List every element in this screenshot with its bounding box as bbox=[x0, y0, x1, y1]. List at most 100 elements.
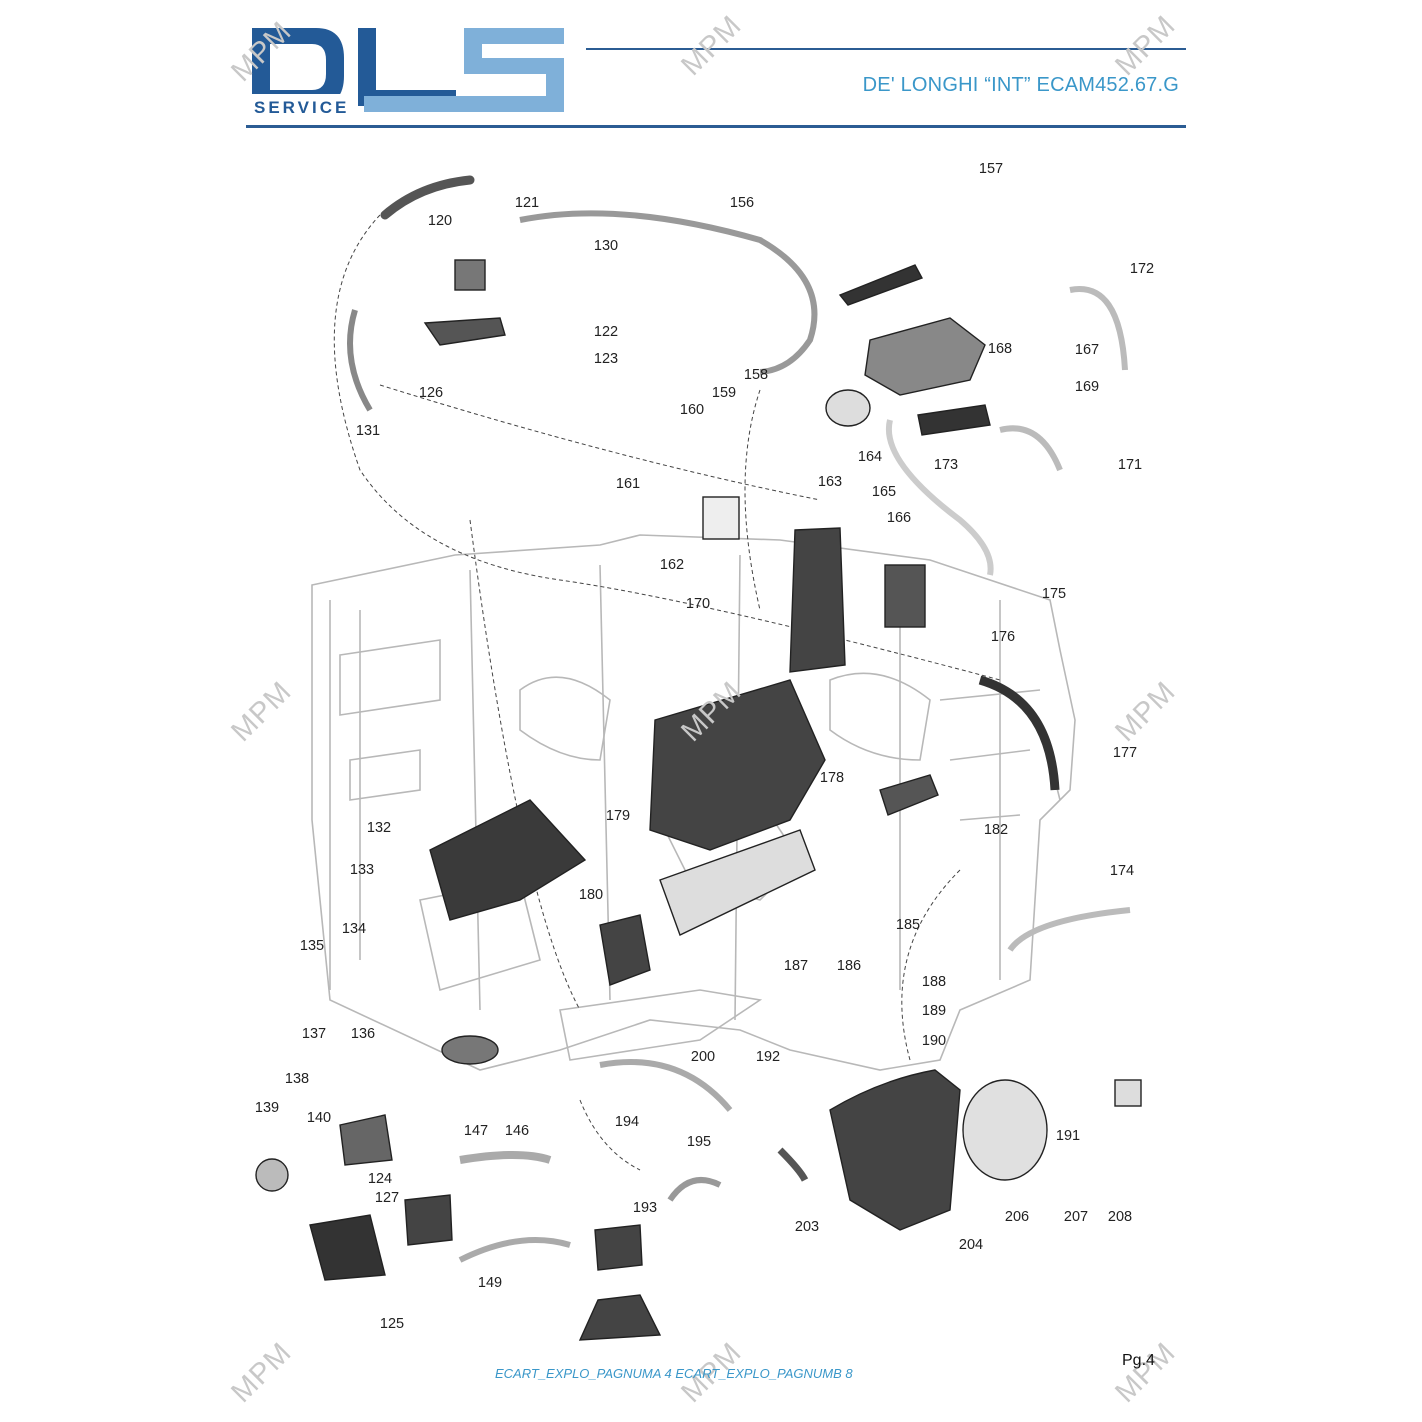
part-label: 169 bbox=[1074, 379, 1100, 395]
part-187 bbox=[659, 829, 816, 936]
part-label: 186 bbox=[836, 958, 862, 974]
header-rule bbox=[586, 48, 1186, 50]
part-hose-174 bbox=[459, 1151, 552, 1164]
part-label: 130 bbox=[593, 238, 619, 254]
part-label: 156 bbox=[729, 195, 755, 211]
page-number: Pg.4 bbox=[1122, 1352, 1155, 1369]
part-label: 180 bbox=[578, 887, 604, 903]
part-label: 178 bbox=[819, 770, 845, 786]
part-label: 125 bbox=[379, 1316, 405, 1332]
part-label: 131 bbox=[355, 423, 381, 439]
part-solenoid-valve bbox=[454, 259, 486, 291]
part-hose-200 bbox=[599, 1059, 733, 1112]
part-hose-156 bbox=[519, 210, 818, 375]
part-hose-171 bbox=[999, 425, 1063, 472]
part-label: 174 bbox=[1109, 863, 1135, 879]
part-board-161 bbox=[702, 496, 740, 540]
part-label: 179 bbox=[605, 808, 631, 824]
part-label: 165 bbox=[871, 484, 897, 500]
part-label: 135 bbox=[299, 938, 325, 954]
part-label: 161 bbox=[615, 476, 641, 492]
part-label: 195 bbox=[686, 1134, 712, 1150]
part-hose-173 bbox=[885, 419, 994, 576]
part-label: 206 bbox=[1004, 1209, 1030, 1225]
part-label: 147 bbox=[463, 1123, 489, 1139]
part-label: 173 bbox=[933, 457, 959, 473]
part-label: 208 bbox=[1107, 1209, 1133, 1225]
part-176 bbox=[884, 564, 926, 628]
part-label: 132 bbox=[366, 820, 392, 836]
part-thermoblock-206 bbox=[962, 1079, 1048, 1181]
part-label: 140 bbox=[306, 1110, 332, 1126]
part-hose-156b bbox=[667, 1177, 722, 1202]
part-label: 160 bbox=[679, 402, 705, 418]
part-label: 185 bbox=[895, 917, 921, 933]
part-180 bbox=[599, 914, 651, 986]
part-label: 120 bbox=[427, 213, 453, 229]
part-hose-172 bbox=[1069, 286, 1128, 371]
svg-text:SERVICE: SERVICE bbox=[254, 98, 349, 117]
part-label: 187 bbox=[783, 958, 809, 974]
drawing-reference-code: ECART_EXPLO_PAGNUMA 4 ECART_EXPLO_PAGNUM… bbox=[495, 1366, 853, 1381]
part-label: 134 bbox=[341, 921, 367, 937]
part-label: 136 bbox=[350, 1026, 376, 1042]
part-label: 190 bbox=[921, 1033, 947, 1049]
part-label: 122 bbox=[593, 324, 619, 340]
part-label: 159 bbox=[711, 385, 737, 401]
part-label: 139 bbox=[254, 1100, 280, 1116]
part-label: 163 bbox=[817, 474, 843, 490]
part-hose-174b bbox=[1007, 907, 1131, 952]
part-label: 158 bbox=[743, 367, 769, 383]
part-label: 157 bbox=[978, 161, 1004, 177]
part-label: 192 bbox=[755, 1049, 781, 1065]
part-hose-131 bbox=[347, 309, 373, 412]
part-label: 121 bbox=[514, 195, 540, 211]
part-132 bbox=[429, 799, 587, 921]
part-label: 200 bbox=[690, 1049, 716, 1065]
part-label: 126 bbox=[418, 385, 444, 401]
part-label: 171 bbox=[1117, 457, 1143, 473]
part-label: 138 bbox=[284, 1071, 310, 1087]
part-label: 123 bbox=[593, 351, 619, 367]
part-bottom-bracket bbox=[578, 1294, 662, 1341]
part-label: 204 bbox=[958, 1237, 984, 1253]
part-label: 127 bbox=[374, 1190, 400, 1206]
part-label: 170 bbox=[685, 596, 711, 612]
part-label: 164 bbox=[857, 449, 883, 465]
part-label: 189 bbox=[921, 1003, 947, 1019]
part-label: 176 bbox=[990, 629, 1016, 645]
part-label: 166 bbox=[886, 510, 912, 526]
part-seal-159 bbox=[825, 389, 871, 427]
part-157 bbox=[838, 264, 923, 306]
part-178 bbox=[649, 679, 826, 851]
part-label: 162 bbox=[659, 557, 685, 573]
part-label: 133 bbox=[349, 862, 375, 878]
part-182 bbox=[879, 774, 939, 816]
dls-service-logo: SERVICE bbox=[246, 28, 564, 117]
part-label: 167 bbox=[1074, 342, 1100, 358]
part-label: 177 bbox=[1112, 745, 1138, 761]
part-label: 188 bbox=[921, 974, 947, 990]
part-bracket bbox=[423, 317, 506, 346]
part-bracket-lower bbox=[309, 1214, 386, 1281]
part-hose-top bbox=[380, 175, 475, 220]
part-170 bbox=[789, 527, 846, 673]
part-208 bbox=[1114, 1079, 1142, 1107]
part-hose-177 bbox=[978, 675, 1060, 791]
part-label: 203 bbox=[794, 1219, 820, 1235]
part-label: 146 bbox=[504, 1123, 530, 1139]
part-125 bbox=[404, 1194, 453, 1246]
header-rule bbox=[246, 125, 1186, 128]
part-boiler-assembly bbox=[864, 317, 986, 396]
part-139 bbox=[255, 1158, 289, 1192]
part-label: 207 bbox=[1063, 1209, 1089, 1225]
part-label: 182 bbox=[983, 822, 1009, 838]
part-137 bbox=[339, 1114, 393, 1166]
part-193 bbox=[594, 1224, 643, 1271]
part-169 bbox=[917, 404, 991, 436]
part-label: 194 bbox=[614, 1114, 640, 1130]
part-boiler-204 bbox=[829, 1069, 961, 1231]
part-label: 168 bbox=[987, 341, 1013, 357]
part-illustrations bbox=[255, 175, 1142, 1341]
